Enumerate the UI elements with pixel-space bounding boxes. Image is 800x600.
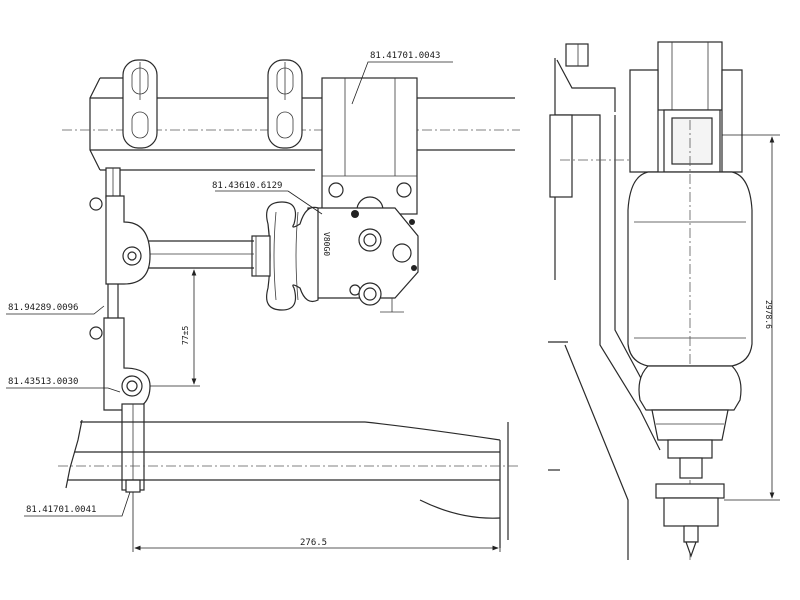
side-frame-profile: [548, 43, 661, 560]
rubber-bellows: [251, 201, 319, 311]
callout-bracket: 81.41701.0041: [26, 505, 96, 515]
slotted-mounting-tab: [122, 59, 158, 149]
valve-stamp: V80G0: [322, 232, 331, 256]
leveling-valve-body: [321, 77, 418, 224]
dimension-label-height: 2978.6: [764, 300, 773, 329]
dimension-276: [132, 492, 501, 552]
left-elevation-view: V80G0: [6, 51, 520, 552]
dimension-77: [150, 267, 200, 387]
callout-valve-body: 81.41701.0043: [370, 51, 440, 61]
lower-bracket: [121, 403, 145, 493]
vertical-rod: [89, 167, 151, 411]
air-spring-piston: [638, 365, 742, 558]
dimension-label-horizontal: 276.5: [300, 538, 327, 548]
callout-valve-arm: 81.43610.6129: [212, 181, 282, 191]
slotted-mounting-tab: [267, 59, 303, 149]
horizontal-control-rod: [148, 240, 254, 269]
dimension-height: [722, 134, 780, 501]
callout-rod: 81.94289.0096: [8, 303, 78, 313]
valve-arm: [307, 207, 419, 313]
air-spring-top-mount: [629, 41, 743, 173]
right-side-view: 2978.6: [548, 41, 780, 560]
callout-lower-link: 81.43513.0030: [8, 377, 78, 387]
axle-beam: [58, 419, 520, 548]
dimension-label-vertical-offset: 77±5: [181, 326, 190, 345]
callout-leaders: [6, 61, 453, 517]
